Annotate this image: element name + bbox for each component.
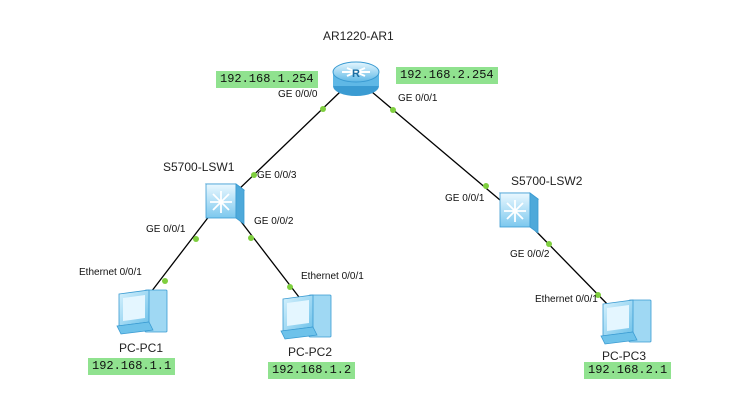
svg-text:R: R	[352, 68, 360, 80]
port-dot	[390, 107, 396, 113]
pc-icon[interactable]	[116, 289, 168, 335]
switch-icon[interactable]	[204, 183, 246, 225]
port-label: GE 0/0/2	[254, 216, 294, 227]
port-dot	[287, 284, 293, 290]
port-label: GE 0/0/0	[278, 89, 318, 100]
router-icon[interactable]: R	[332, 61, 380, 96]
port-label: Ethernet 0/0/1	[535, 294, 598, 305]
switch2-name: S5700-LSW2	[511, 174, 583, 188]
router-right-ip: 192.168.2.254	[396, 67, 498, 84]
port-dot	[248, 235, 254, 241]
port-dot	[320, 106, 326, 112]
router-name: AR1220-AR1	[323, 29, 394, 43]
link-switch1-pc1[interactable]	[147, 214, 211, 297]
port-label: GE 0/0/2	[510, 249, 550, 260]
port-dot	[546, 241, 552, 247]
pc-icon[interactable]	[600, 299, 652, 345]
pc3-name: PC-PC3	[602, 349, 647, 363]
port-label: GE 0/0/1	[146, 224, 186, 235]
pc-icon[interactable]	[280, 294, 332, 340]
port-label: GE 0/0/1	[445, 193, 485, 204]
port-dot	[193, 236, 199, 242]
port-label: GE 0/0/3	[257, 170, 297, 181]
pc1-name: PC-PC1	[119, 341, 164, 355]
pc2-ip: 192.168.1.2	[268, 362, 356, 379]
port-dot	[251, 172, 257, 178]
pc2-name: PC-PC2	[288, 345, 333, 359]
port-dot	[595, 292, 601, 298]
port-label: Ethernet 0/0/1	[79, 267, 142, 278]
port-label: GE 0/0/1	[398, 93, 438, 104]
switch-icon[interactable]	[498, 192, 540, 234]
port-label: Ethernet 0/0/1	[301, 271, 364, 282]
port-dots	[162, 106, 601, 298]
port-dot	[483, 183, 489, 189]
pc1-ip: 192.168.1.1	[88, 358, 176, 375]
router-left-ip: 192.168.1.254	[216, 71, 318, 88]
port-dot	[162, 278, 168, 284]
switch1-name: S5700-LSW1	[163, 160, 235, 174]
pc3-ip: 192.168.2.1	[584, 362, 672, 379]
